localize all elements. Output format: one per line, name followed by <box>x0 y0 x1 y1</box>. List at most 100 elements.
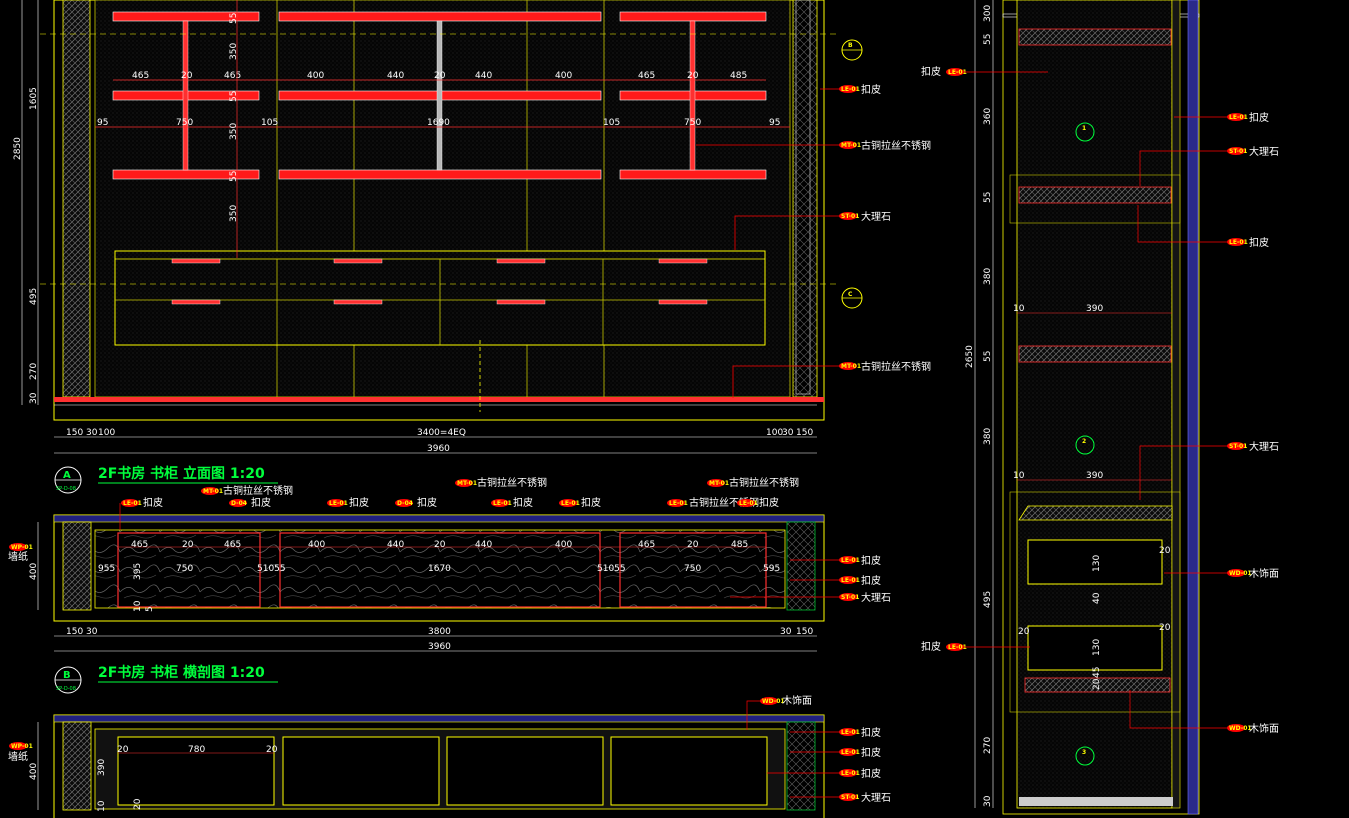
dim-left-2: 2850 <box>13 137 23 160</box>
plan-b-right-label: 大理石 <box>861 791 891 804</box>
title-b-sub: SP-D-08 <box>56 686 76 692</box>
tag-code: LE-01 <box>841 729 860 736</box>
section-marker-label: B <box>848 42 853 49</box>
plan-a-dim: 400 <box>308 540 325 550</box>
plan-a-right-callouts: LE-01 扣皮 LE-01 扣皮 ST-01 大理石 <box>730 554 891 604</box>
plan-a-dim: 51055 <box>257 564 286 574</box>
plan-b-right-label: 扣皮 <box>861 767 881 780</box>
dim-mid-5: 350 <box>229 205 239 222</box>
plan-a-view: 465 20 465 400 440 20 440 400 465 20 485… <box>8 476 891 652</box>
section-dim: 55 <box>983 192 993 203</box>
dim-bottom-6: 30 <box>782 428 794 438</box>
section-right-label: 木饰面 <box>1249 567 1279 580</box>
tag-code: WP-01 <box>11 743 33 750</box>
section-dim: 30 <box>983 795 993 807</box>
shelf-row-1 <box>112 11 767 22</box>
top-dimension-strings: 465 20 465 400 440 20 440 400 465 20 485… <box>95 71 790 128</box>
dim-mid-3: 350 <box>229 123 239 140</box>
plan-a-callout: 扣皮 <box>251 496 271 509</box>
title-a: 2F书房 书柜 立面图 1:20 <box>98 465 265 482</box>
plan-a-bottom-dim: 150 <box>796 627 813 637</box>
plan-b-dim: 20 <box>117 745 129 755</box>
plan-a-dim: 10 <box>133 600 143 612</box>
plan-a-dim: 400 <box>555 540 572 550</box>
tag-code: LE-01 <box>1229 114 1248 121</box>
detail-marker: 2 <box>1082 438 1086 445</box>
section-dim: 360 <box>983 108 993 125</box>
tag-code: LE-01 <box>841 770 860 777</box>
plan-b-view: 20 780 20 WP-01 墙纸 400 390 10 20 WD-01 木… <box>8 694 891 818</box>
title-a-sub: SP-D-08 <box>56 486 76 492</box>
plan-a-bottom-dim: 30 <box>86 627 98 637</box>
plan-a-dim: 465 <box>638 540 655 550</box>
plan-b-depth: 400 <box>29 763 39 780</box>
drawer-handles <box>171 258 708 305</box>
callout-label-4: 古铜拉丝不锈钢 <box>861 360 931 373</box>
elevation-outer-frame <box>53 0 825 421</box>
dim-left-3: 495 <box>29 288 39 305</box>
dim-top-8: 400 <box>555 71 572 81</box>
tag-code: LE-01 <box>493 500 512 507</box>
plan-a-top-callouts: LE-01 扣皮 MT-01 古铜拉丝不锈钢 D-04 扣皮 LE-01 扣皮 … <box>119 476 799 530</box>
detail-marker: 3 <box>1082 749 1086 756</box>
section-inner-dim: 130 <box>1092 639 1102 656</box>
left-dimensions: 1605 2850 495 270 30 <box>13 0 39 405</box>
section-dim: 55 <box>983 34 993 45</box>
dim-left-5: 30 <box>29 392 39 404</box>
tag-code: ST-01 <box>841 594 859 601</box>
section-right-label: 木饰面 <box>1249 722 1279 735</box>
section-inner-dim: 130 <box>1092 555 1102 572</box>
tag-code: D-04 <box>397 500 413 507</box>
dim-bottom-2: 30 <box>86 428 98 438</box>
plan-a-right-label: 大理石 <box>861 591 891 604</box>
plan-a-dim: 440 <box>475 540 492 550</box>
elevation-bottom-dims: 150 30 100 3400=4EQ 100 30 150 3960 <box>54 428 817 454</box>
section-view: 1 2 3 300 55 360 55 380 2650 55 380 495 … <box>921 0 1279 815</box>
section-right-label: 扣皮 <box>1249 111 1269 124</box>
section-left-label: 扣皮 <box>921 65 941 78</box>
plan-b-dim: 20 <box>133 798 143 810</box>
plan-a-bottom-dim: 3800 <box>428 627 451 637</box>
section-right-label: 大理石 <box>1249 145 1279 158</box>
tag-code: LE-01 <box>841 86 860 93</box>
tag-code: LE-01 <box>123 500 142 507</box>
dim-top-5: 440 <box>387 71 404 81</box>
dim-top-2: 20 <box>181 71 193 81</box>
elevation-right-wall <box>792 0 818 398</box>
plan-b-dim: 780 <box>188 745 205 755</box>
dim-left-4: 270 <box>29 363 39 380</box>
dim-total-width: 3960 <box>427 444 450 454</box>
tag-code: ST-01 <box>841 213 859 220</box>
plan-a-callout: 扣皮 <box>417 496 437 509</box>
dim-top-1: 465 <box>132 71 149 81</box>
plan-a-bottom-dim: 150 <box>66 627 83 637</box>
section-dim: 270 <box>983 737 993 754</box>
plan-a-dim: 51055 <box>597 564 626 574</box>
title-b-marker: B <box>63 670 71 681</box>
section-dim: 300 <box>983 5 993 22</box>
plan-a-bottom-dims: 150 30 3800 30 150 3960 <box>54 627 817 652</box>
plan-b-dim: 10 <box>97 800 107 812</box>
section-right-label: 大理石 <box>1249 440 1279 453</box>
tag-code: MT-01 <box>841 363 861 370</box>
plan-a-dim-mid: 955 750 51055 1670 51055 750 595 <box>98 564 780 574</box>
tag-code: LE-01 <box>841 577 860 584</box>
plan-a-side: WP-01 墙纸 400 395 10 5 <box>8 522 155 612</box>
dim-mid-4: 55 <box>229 171 239 182</box>
plan-a-dim: 465 <box>224 540 241 550</box>
plan-a-callout: 古铜拉丝不锈钢 <box>477 476 547 489</box>
section-dim: 55 <box>983 351 993 362</box>
section-total-height: 2650 <box>965 345 975 368</box>
plan-a-bottom-dim: 30 <box>780 627 792 637</box>
tag-code: LE-01 <box>841 557 860 564</box>
plan-a-dim: 440 <box>387 540 404 550</box>
tag-code: LE-01 <box>739 500 758 507</box>
plan-a-dim: 750 <box>684 564 701 574</box>
plan-a-callout: 扣皮 <box>759 496 779 509</box>
section-inner-dim: 10 <box>1013 304 1025 314</box>
plan-a-inner-depth: 395 <box>133 563 143 580</box>
dim-bottom-1: 150 <box>66 428 83 438</box>
dim-row2-2: 750 <box>176 118 193 128</box>
callout-label-3: 大理石 <box>861 210 891 223</box>
dim-top-7: 440 <box>475 71 492 81</box>
